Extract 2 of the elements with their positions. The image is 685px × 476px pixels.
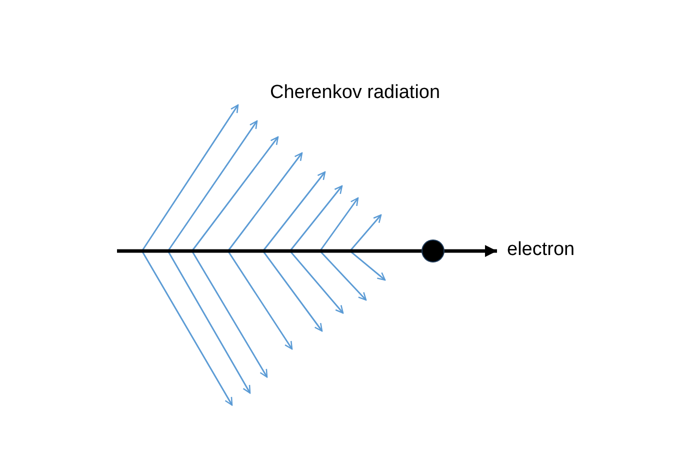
particle-label: electron bbox=[507, 239, 575, 261]
title-text: Cherenkov radiation bbox=[270, 82, 440, 104]
